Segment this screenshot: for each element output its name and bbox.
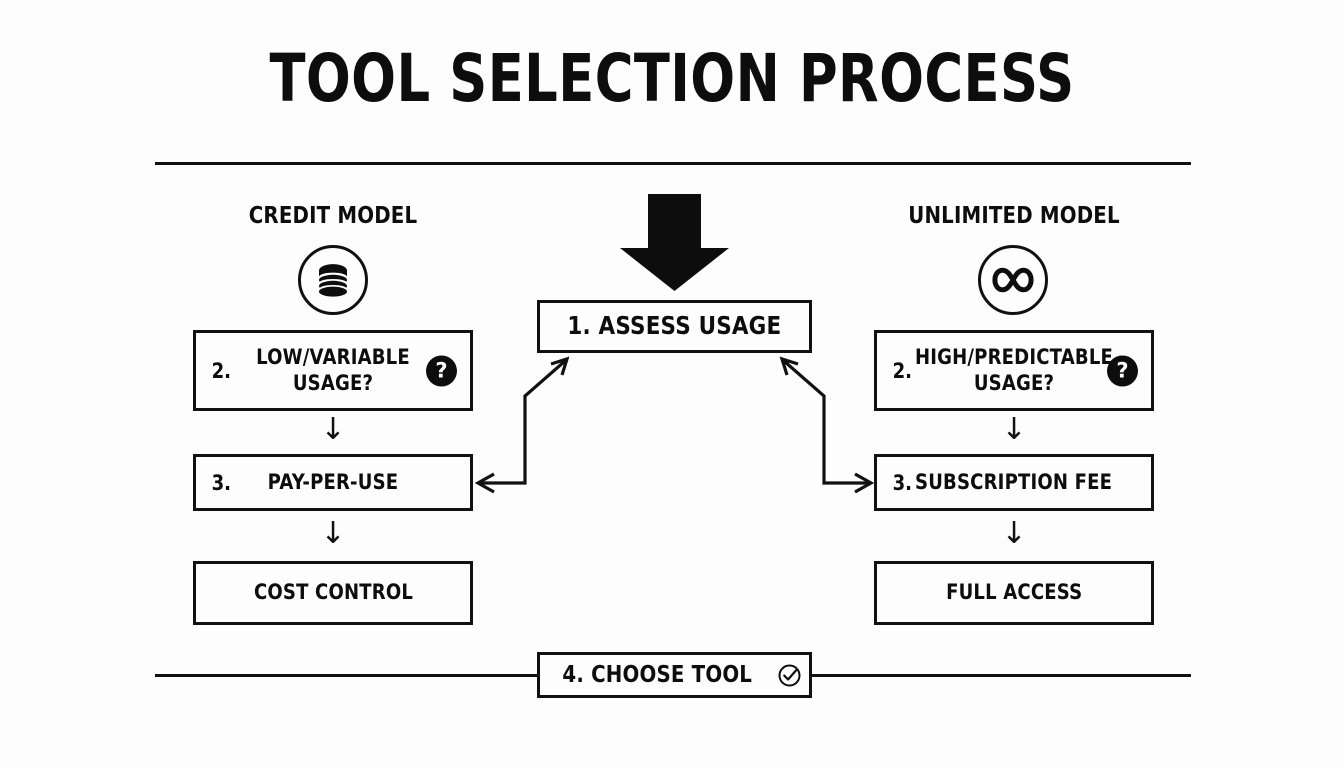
- box-subscription-fee-label: SUBSCRIPTION FEE: [915, 469, 1113, 494]
- box-pay-per-use-label: PAY-PER-USE: [267, 469, 399, 494]
- arrow-down-icon-left-2: ↓: [320, 516, 346, 551]
- box-pay-per-use[interactable]: 3. PAY-PER-USE: [193, 454, 473, 511]
- box-cost-control-label: COST CONTROL: [253, 580, 413, 605]
- box-high-predictable-usage-label: HIGH/PREDICTABLE USAGE?: [914, 344, 1114, 395]
- box-low-variable-usage[interactable]: 2. LOW/VARIABLE USAGE? ?: [193, 330, 473, 411]
- entry-down-arrow-icon: [620, 194, 729, 291]
- box-pay-per-use-number: 3.: [211, 470, 232, 495]
- connector-left: [474, 356, 570, 494]
- box-high-predictable-usage[interactable]: 2. HIGH/PREDICTABLE USAGE? ?: [874, 330, 1154, 411]
- divider-bottom-left: [155, 674, 537, 677]
- box-subscription-fee[interactable]: 3. SUBSCRIPTION FEE: [874, 454, 1154, 511]
- infinity-icon: [978, 245, 1048, 315]
- circle-check-icon: [777, 663, 802, 688]
- box-subscription-fee-number: 3.: [892, 470, 913, 495]
- box-full-access-label: FULL ACCESS: [945, 580, 1083, 605]
- box-full-access[interactable]: FULL ACCESS: [874, 561, 1154, 625]
- box-choose-tool-label: 4. CHOOSE TOOL: [562, 661, 753, 688]
- connector-right: [779, 356, 875, 494]
- column-heading-unlimited-model: UNLIMITED MODEL: [908, 203, 1120, 229]
- box-high-predictable-usage-number: 2.: [892, 358, 913, 383]
- box-assess-usage[interactable]: 1. ASSESS USAGE: [537, 300, 812, 353]
- column-heading-credit-model: CREDIT MODEL: [248, 203, 418, 229]
- coin-stack-icon: [298, 245, 368, 315]
- arrow-down-icon-right-1: ↓: [1001, 412, 1027, 447]
- divider-bottom-right: [812, 674, 1191, 677]
- arrow-down-icon-left-1: ↓: [320, 412, 346, 447]
- page-title: TOOL SELECTION PROCESS: [269, 40, 1075, 117]
- arrow-down-icon-right-2: ↓: [1001, 516, 1027, 551]
- box-assess-usage-label: 1. ASSESS USAGE: [567, 311, 782, 341]
- box-low-variable-usage-label: LOW/VARIABLE USAGE?: [256, 344, 410, 395]
- question-badge-icon: ?: [1107, 355, 1138, 386]
- box-choose-tool[interactable]: 4. CHOOSE TOOL: [537, 652, 812, 698]
- box-cost-control[interactable]: COST CONTROL: [193, 561, 473, 625]
- box-low-variable-usage-number: 2.: [211, 358, 232, 383]
- divider-top: [155, 162, 1191, 165]
- question-badge-icon: ?: [426, 355, 457, 386]
